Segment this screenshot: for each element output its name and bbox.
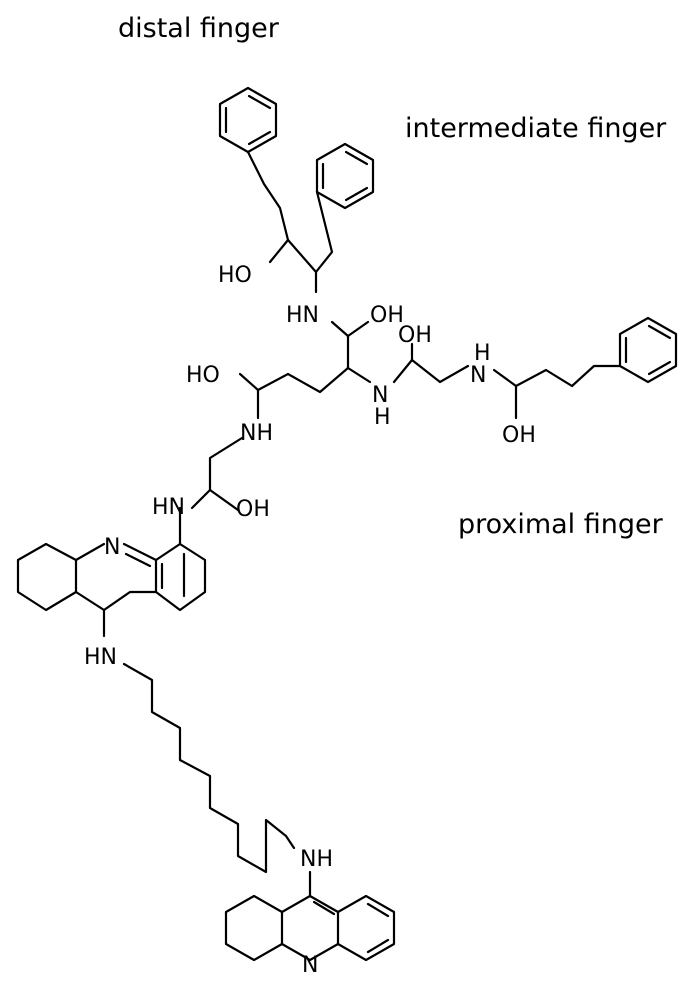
atom-h-right: H	[474, 341, 491, 366]
atom-h-mid: H	[374, 405, 391, 430]
label-distal-finger: distal finger	[118, 13, 280, 44]
phenyl-ring-proximal	[618, 316, 678, 384]
atom-oh-right: OH	[502, 423, 536, 448]
atom-hn-b: HN	[152, 495, 185, 520]
atom-hn-top: HN	[286, 303, 319, 328]
atom-n-right: N	[470, 363, 486, 388]
atom-n-acridine-2: N	[302, 953, 318, 978]
atom-n-acridine-1: N	[104, 535, 120, 560]
atom-labels: HO HN OH HO N H OH H N OH NH HN OH N HN …	[84, 263, 536, 978]
atom-oh-mid: OH	[398, 323, 432, 348]
label-intermediate-finger: intermediate finger	[405, 113, 667, 144]
phenyl-ring-distal	[218, 86, 278, 154]
tetrahydroacridine-2	[224, 870, 396, 962]
phenyl-ring-intermediate	[315, 142, 375, 210]
atom-nh-linker: NH	[300, 847, 333, 872]
atom-ho-left: HO	[186, 363, 220, 388]
atom-oh-top: OH	[370, 303, 404, 328]
atom-ho-top: HO	[218, 263, 252, 288]
atom-nh-a: NH	[240, 421, 273, 446]
atom-oh-b: OH	[236, 497, 270, 522]
atom-hn-linker: HN	[84, 645, 117, 670]
alkyl-linker	[122, 662, 296, 874]
label-proximal-finger: proximal finger	[458, 509, 664, 540]
tetrahydroacridine-1	[16, 506, 207, 638]
backbone-bonds	[190, 150, 622, 512]
atom-n-mid: N	[372, 383, 388, 408]
